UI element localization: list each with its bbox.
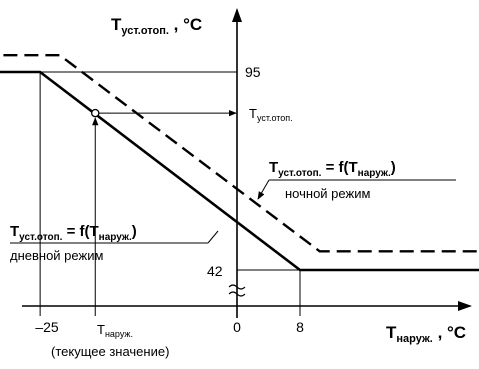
current-outdoor-label: Tнаруж. [97,322,133,339]
current-value-note: (текущее значение) [51,344,169,359]
day-mode-curve [0,70,479,272]
y-tick-42: 42 [207,263,223,279]
night-formula-pointer [257,179,270,200]
night-formula: Tуст.отоп. = f(Tнаруж.) [269,159,396,179]
night-mode-curve [0,54,479,253]
y-axis-arrow [232,8,242,22]
day-mode-label: дневной режим [10,248,103,263]
y-axis-label: Tуст.отоп. , °C [111,15,202,37]
current-point-marker [91,108,100,118]
x-axis-arrow [458,301,472,311]
setpoint-label: Tуст.отоп. [249,106,293,123]
x-tick-minus-25: –25 [35,319,59,335]
night-mode-label: ночной режим [285,186,370,201]
y-axis-break [228,284,246,297]
day-formula: Tуст.отоп. = f(Tнаруж.) [10,223,137,243]
y-tick-95: 95 [245,64,261,80]
x-tick-8: 8 [296,319,304,335]
day-formula-pointer [207,230,219,244]
x-axis-label: Tнаруж. , °C [386,323,466,345]
x-tick-0: 0 [233,319,241,335]
